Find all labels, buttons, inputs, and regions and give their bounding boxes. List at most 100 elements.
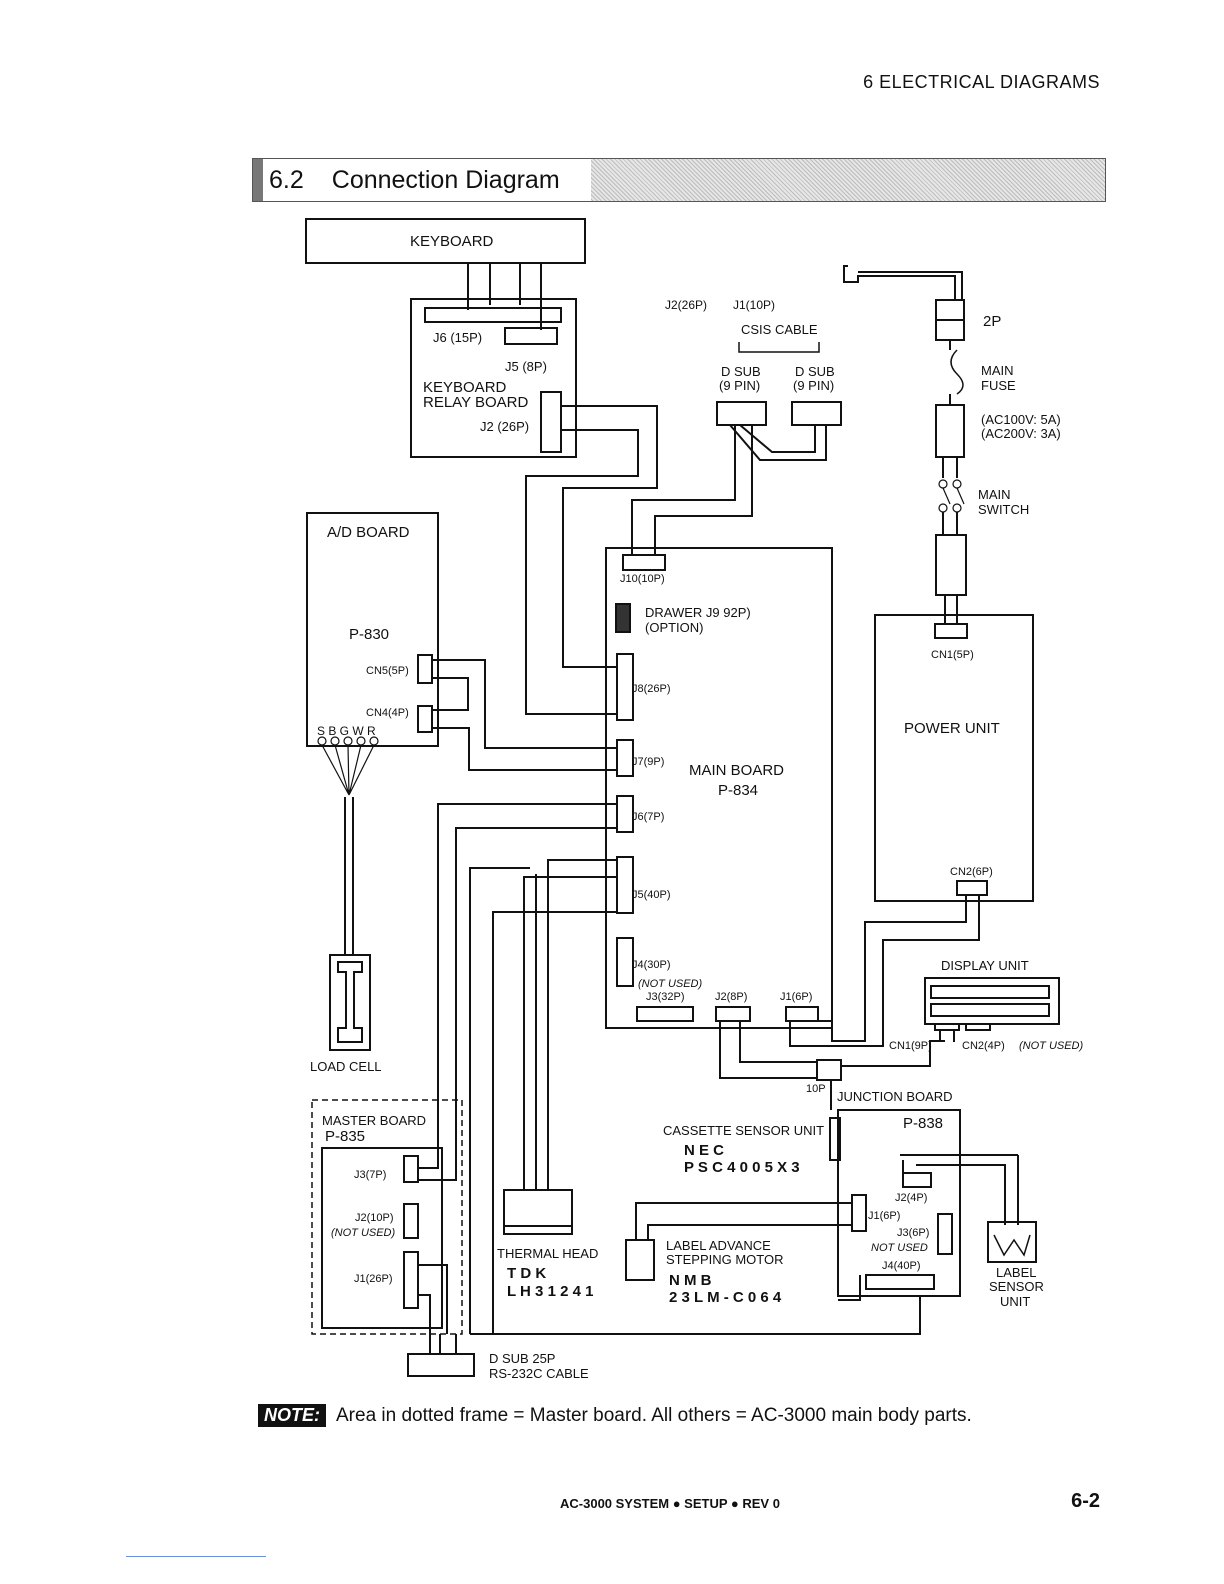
main-j5-connector [616, 856, 634, 914]
display-not-used: (NOT USED) [1019, 1040, 1084, 1052]
ad-cn4-label: CN4(4P) [366, 707, 409, 719]
main-j7-label: J7(9P) [632, 756, 664, 768]
main-j4-connector [616, 937, 634, 987]
main-fuse-holder [935, 404, 965, 458]
thermal-head-label: THERMAL HEAD [497, 1246, 598, 1261]
note-text: Area in dotted frame = Master board. All… [336, 1405, 972, 1426]
main-j6-connector [616, 795, 634, 833]
cassette-label: CASSETTE SENSOR UNIT [663, 1123, 824, 1138]
junction-j3-connector [937, 1213, 953, 1255]
load-cell-box [329, 954, 371, 1051]
relay-j6-label: J6 (15P) [433, 330, 482, 345]
ad-board-title: A/D BOARD [327, 524, 410, 541]
main-j3-connector [636, 1006, 694, 1022]
power-cn2-label: CN2(6P) [950, 866, 993, 878]
plug-2p-label: 2P [983, 313, 1001, 330]
master-board-model: P-835 [325, 1128, 365, 1145]
junction-not-used: NOT USED [871, 1242, 928, 1254]
main-j8-label: J8(26P) [632, 683, 671, 695]
footer-text: AC-3000 SYSTEM ● SETUP ● REV 0 [560, 1496, 780, 1511]
relay-j5-label: J5 (8P) [505, 359, 547, 374]
main-board-model: P-834 [718, 782, 758, 799]
switch-label-2: SWITCH [978, 502, 1029, 517]
power-cn1-connector [934, 623, 968, 639]
main-j10-connector [622, 554, 666, 571]
display-unit-title: DISPLAY UNIT [941, 958, 1029, 973]
relay-j5-connector [504, 327, 558, 345]
relay-j2-label: J2 (26P) [480, 419, 529, 434]
section-name: Connection Diagram [331, 166, 560, 194]
dsub25-label-2: RS-232C CABLE [489, 1366, 589, 1381]
thermal-head-box [503, 1189, 573, 1235]
main-board-title: MAIN BOARD [689, 762, 784, 779]
power-cn2-connector [956, 880, 988, 896]
label-motor-line2: STEPPING MOTOR [666, 1252, 784, 1267]
label-sensor-2: SENSOR [989, 1279, 1044, 1294]
junction-j2-connector [902, 1172, 932, 1188]
main-j7-connector [616, 739, 634, 777]
ad-cn5-label: CN5(5P) [366, 665, 409, 677]
main-j2-connector [715, 1006, 751, 1022]
junction-j1-connector [851, 1194, 867, 1232]
dsub25-label-1: D SUB 25P [489, 1351, 555, 1366]
drawer-label-2: (OPTION) [645, 620, 704, 635]
cassette-part: P S C 4 0 0 5 X 3 [684, 1159, 800, 1176]
dsub-right-label-1: D SUB [795, 364, 835, 379]
label-motor-line1: LABEL ADVANCE [666, 1238, 771, 1253]
fuse-label-1: MAIN [981, 363, 1014, 378]
csis-j2-label: J2(26P) [665, 298, 707, 312]
dsub25-connector [407, 1353, 475, 1377]
keyboard-label: KEYBOARD [410, 233, 494, 250]
label-motor-part: 2 3 L M - C 0 6 4 [669, 1289, 782, 1306]
junction-j4-label: J4(40P) [882, 1260, 921, 1272]
csis-j1-label: J1(10P) [733, 298, 775, 312]
label-sensor-box [987, 1221, 1037, 1263]
switch-cable-block [935, 534, 967, 596]
ad-board-box [306, 512, 439, 747]
ad-pin-labels: S B G W R [317, 724, 376, 738]
junction-j4-connector [865, 1274, 935, 1290]
master-j2-connector [403, 1203, 419, 1239]
dsub-right-label-2: (9 PIN) [793, 378, 834, 393]
junction-board-title: JUNCTION BOARD [837, 1089, 953, 1104]
junction-board-model: P-838 [903, 1115, 943, 1132]
relay-title-1: KEYBOARD [423, 379, 507, 396]
main-j1-connector [785, 1006, 819, 1022]
cassette-maker: N E C [684, 1142, 724, 1159]
label-sensor-3: UNIT [1000, 1294, 1030, 1309]
display-cn2-connector [965, 1023, 991, 1031]
chapter-header: 6 ELECTRICAL DIAGRAMS [863, 72, 1100, 92]
display-cn1-label: CN1(9P) [889, 1040, 932, 1052]
ad-board-model: P-830 [349, 626, 389, 643]
label-sensor-1: LABEL [996, 1265, 1036, 1280]
relay-title-2: RELAY BOARD [423, 394, 528, 411]
thermal-head-maker: T D K [507, 1265, 546, 1282]
display-cn1-connector [934, 1023, 960, 1031]
power-unit-box [874, 614, 1034, 902]
master-board-title: MASTER BOARD [322, 1113, 426, 1128]
page-number: 6-2 [1071, 1490, 1100, 1512]
drawer-j9-connector [615, 603, 631, 633]
note: NOTE: Area in dotted frame = Master board… [258, 1404, 972, 1427]
junction-j2-label: J2(4P) [895, 1192, 927, 1204]
junction-10p-connector [816, 1059, 842, 1081]
power-unit-title: POWER UNIT [904, 720, 1000, 737]
main-j4-label: J4(30P) [632, 959, 671, 971]
csis-cable-label: CSIS CABLE [741, 322, 818, 337]
label-motor-maker: N M B [669, 1272, 712, 1289]
main-j8-connector [616, 653, 634, 721]
master-j1-connector [403, 1251, 419, 1309]
master-not-used: (NOT USED) [331, 1227, 396, 1239]
note-badge: NOTE: [258, 1404, 326, 1427]
relay-j2-connector [540, 391, 562, 453]
main-j6-label: J6(7P) [632, 811, 664, 823]
master-j3-connector [403, 1155, 419, 1183]
label-motor-box [625, 1239, 655, 1281]
load-cell-label: LOAD CELL [310, 1059, 382, 1074]
keyboard-box [305, 218, 586, 264]
ad-cn5-connector [417, 654, 433, 684]
master-j2-label: J2(10P) [355, 1212, 394, 1224]
dsub-right-connector [791, 401, 842, 426]
master-j3-label: J3(7P) [354, 1169, 386, 1181]
